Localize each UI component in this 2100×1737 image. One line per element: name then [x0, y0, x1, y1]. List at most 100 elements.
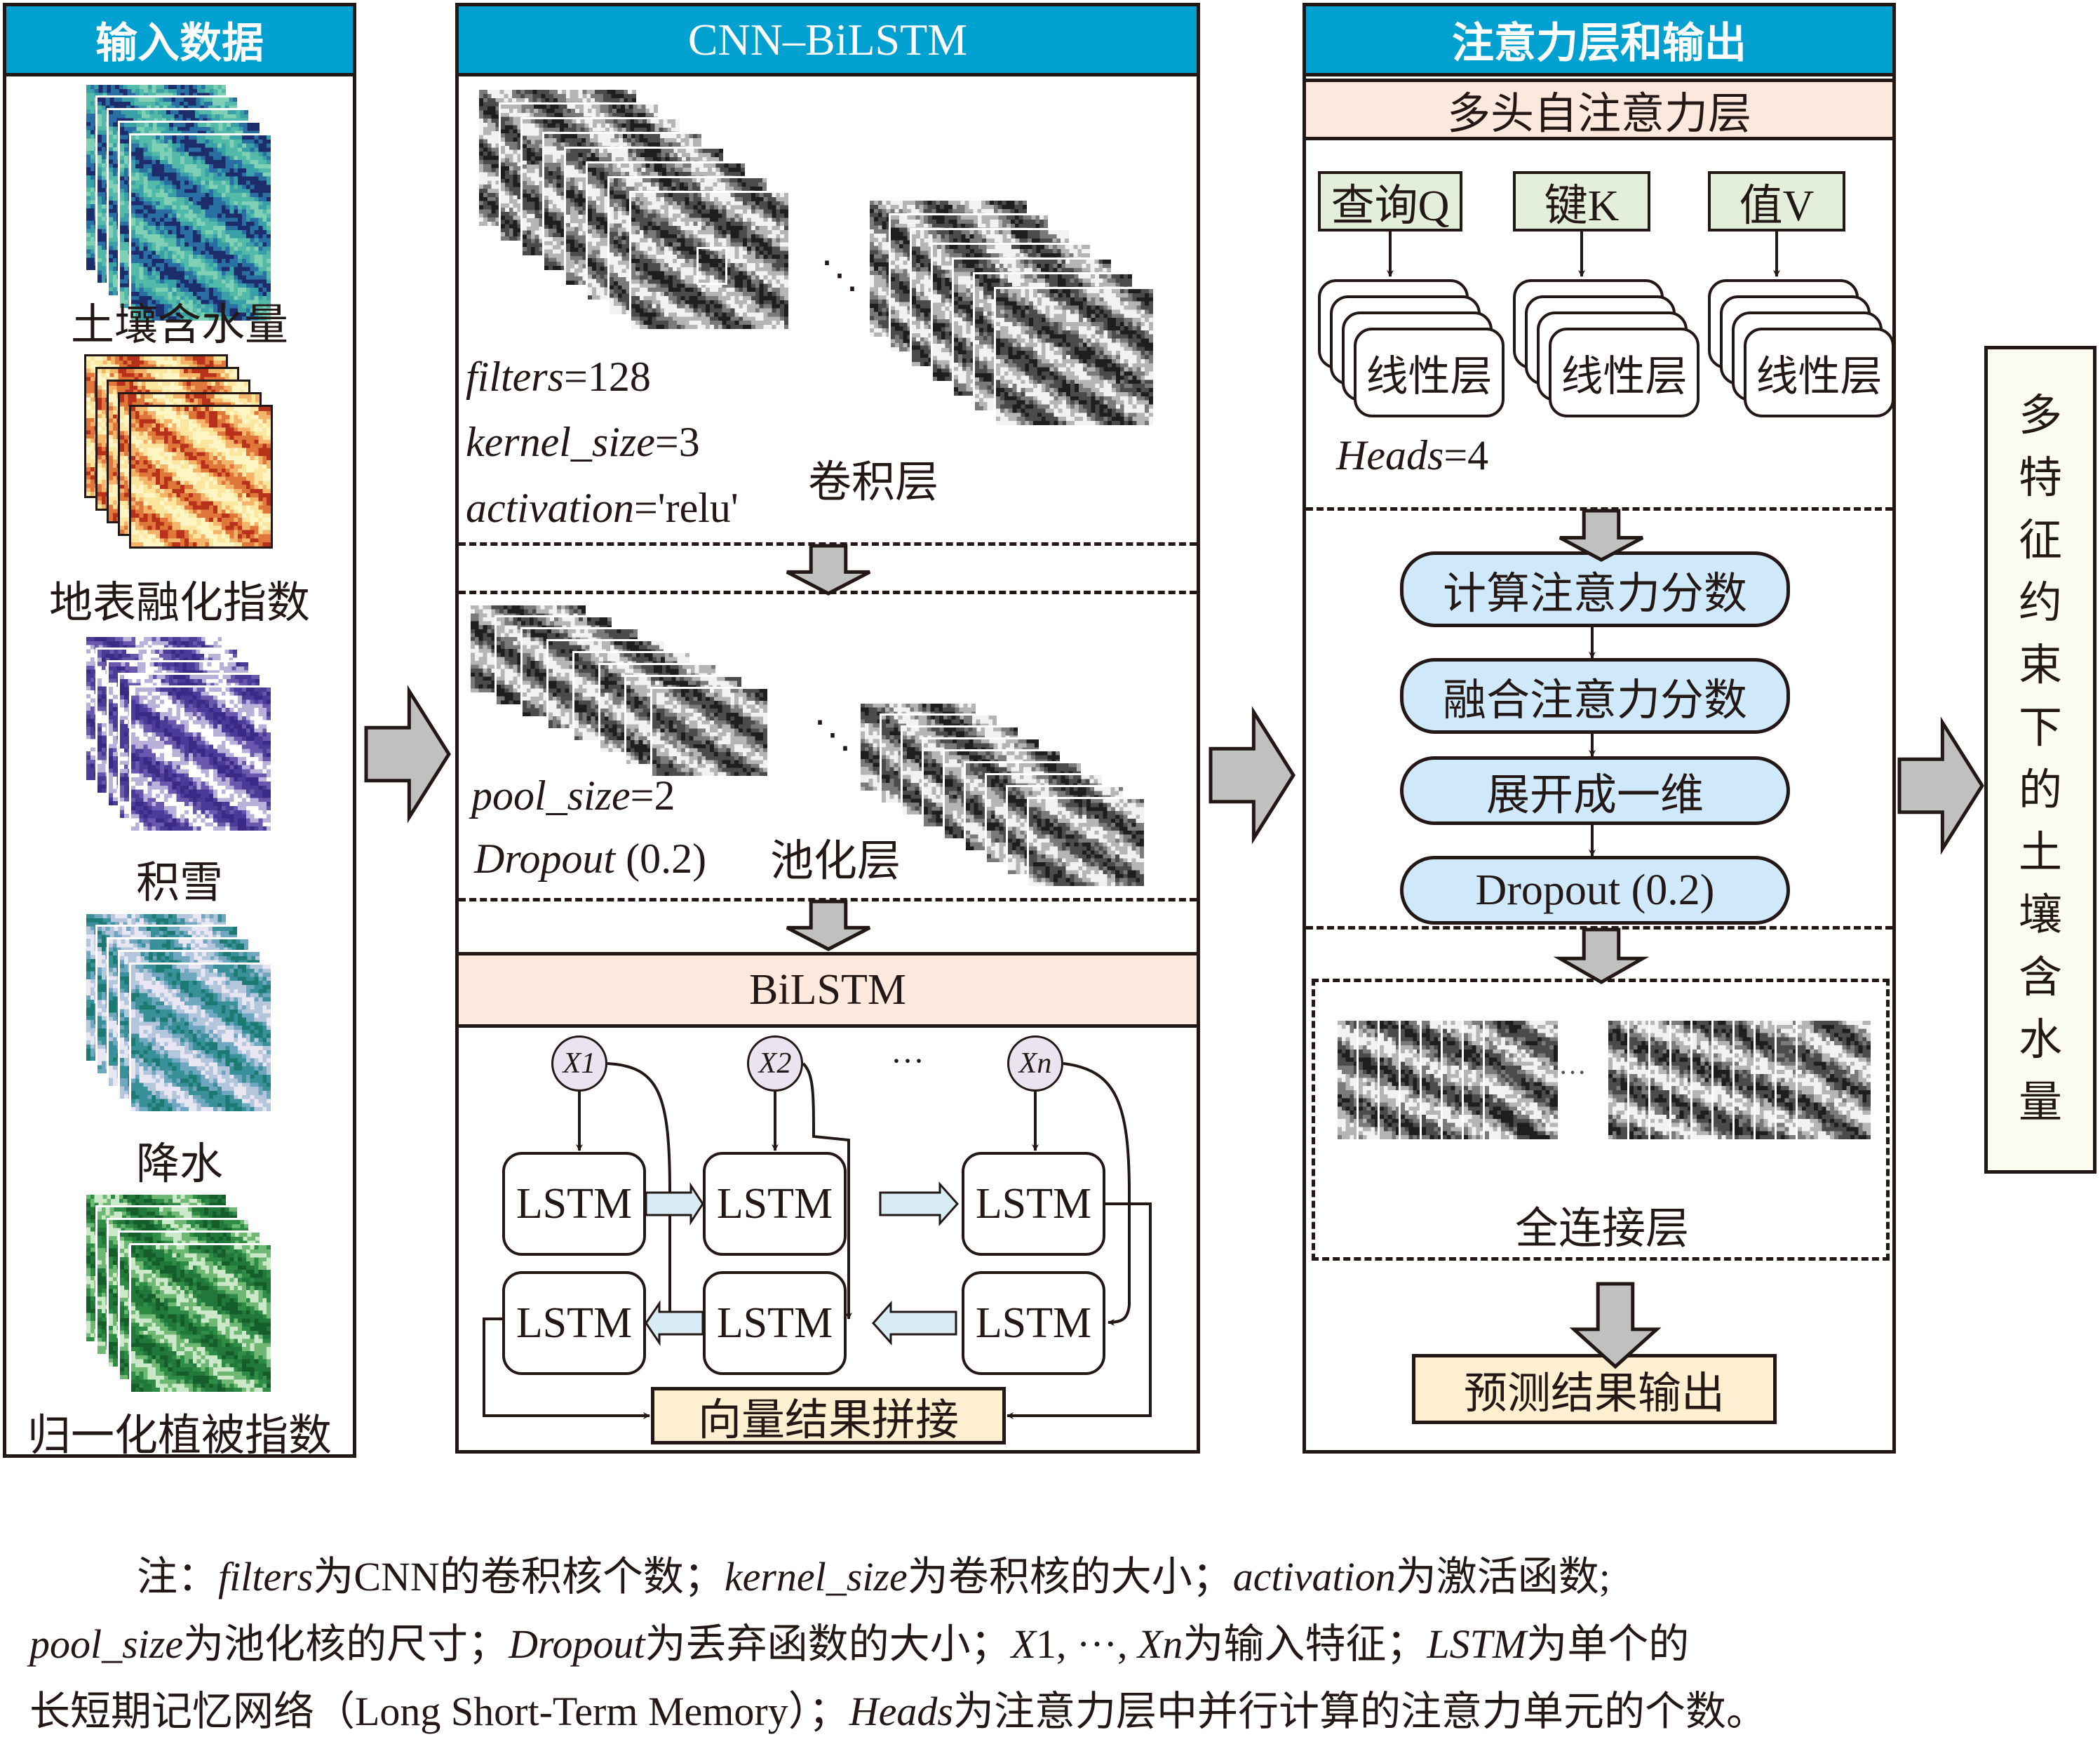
arrow-conv-to-pool-icon — [786, 544, 871, 596]
input-node-x2: X2 — [747, 1035, 803, 1092]
param-heads: Heads=4 — [1336, 432, 1489, 478]
note-segment: 注： — [137, 1554, 219, 1599]
note-segment: Dropout — [509, 1621, 645, 1667]
note-segment: 长短期记忆网络（Long Short-Term Memory）； — [29, 1689, 849, 1734]
note-segment: 为注意力层中并行计算的注意力单元的个数。 — [953, 1689, 1767, 1734]
fc-feature-strips-1 — [1335, 1019, 1560, 1141]
multi-head-attention-header: 多头自注意力层 — [1306, 79, 1892, 140]
conv-layer-label: 卷积层 — [808, 459, 939, 507]
value-box: 值V — [1708, 171, 1845, 232]
output-char: 量 — [2018, 1079, 2062, 1127]
image-layer — [129, 133, 273, 323]
output-char: 含 — [2018, 954, 2062, 1002]
note-segment: 为单个的 — [1526, 1621, 1690, 1667]
lstm-forward-n: LSTM — [962, 1152, 1105, 1256]
input-node-x1: X1 — [551, 1035, 607, 1092]
output-char: 下 — [2018, 704, 2062, 752]
note-segment: 为CNN的卷积核个数； — [313, 1554, 725, 1599]
image-layer — [129, 1243, 273, 1394]
lstm-backward-n: LSTM — [962, 1271, 1105, 1375]
arrow-attention-to-output-icon — [1897, 716, 1984, 855]
surface-melt-index-label: 地表融化指数 — [48, 579, 310, 627]
linear-layer-k: 线性层 — [1549, 328, 1699, 417]
note-segment: kernel_size — [724, 1554, 908, 1599]
pool-ellipsis: ⋱ — [814, 713, 852, 756]
note-segment: Heads — [849, 1689, 953, 1734]
arrow-backward1-to-concat-icon — [483, 1317, 650, 1419]
step-fuse-attention-scores: 融合注意力分数 — [1400, 658, 1790, 734]
note-segment: activation — [1232, 1554, 1396, 1599]
param-pool-size: pool_size=2 — [471, 772, 675, 819]
precipitation-image-stack — [84, 912, 281, 1115]
note-segment: 为输入特征； — [1183, 1621, 1427, 1667]
param-dropout: Dropout (0.2) — [474, 836, 707, 882]
note-segment: 为丢弃函数的大小； — [645, 1621, 1011, 1667]
fully-connected-label: 全连接层 — [1515, 1205, 1690, 1253]
ndvi-label: 归一化植被指数 — [27, 1412, 332, 1460]
final-output-box: 多特征约束下的土壤含水量 — [1984, 346, 2096, 1174]
image-layer — [1483, 1019, 1560, 1141]
lstm-forward-1: LSTM — [502, 1152, 646, 1256]
note-segment: 1, ···, — [1036, 1621, 1138, 1667]
note-segment: Xn — [1137, 1621, 1183, 1667]
arrow-xn-to-backward-icon — [1063, 1062, 1131, 1326]
arrow-mhsa-to-steps-icon — [1559, 509, 1644, 562]
output-char: 多 — [2018, 392, 2062, 440]
note-segment: 为激活函数; — [1395, 1554, 1610, 1599]
note-segment: 为卷积核的大小； — [907, 1554, 1233, 1599]
note-segment: filters — [218, 1554, 314, 1599]
output-char: 特 — [2018, 455, 2062, 502]
output-char: 土 — [2018, 829, 2062, 877]
lstm-backward-1: LSTM — [502, 1271, 646, 1375]
image-layer — [129, 405, 273, 549]
note-line-2: pool_size为池化核的尺寸；Dropout为丢弃函数的大小；X1, ···… — [29, 1611, 1689, 1670]
step-flatten: 展开成一维 — [1400, 756, 1790, 825]
ndvi-image-stack — [84, 1193, 281, 1396]
lstm-backward-2: LSTM — [703, 1271, 847, 1375]
note-segment: pool_size — [29, 1621, 184, 1667]
note-segment: 为池化核的尺寸； — [183, 1621, 509, 1667]
step-compute-attention-scores: 计算注意力分数 — [1400, 551, 1790, 627]
forward-flow-arrow-icon — [645, 1181, 704, 1226]
arrow-forwardn-to-concat-icon — [1007, 1202, 1152, 1419]
soil-moisture-label: 土壤含水量 — [70, 302, 288, 349]
attention-output-header: 注意力层和输出 — [1306, 6, 1892, 76]
arrow-input-to-cnn-icon — [364, 685, 451, 824]
fc-feature-strips-2 — [1606, 1019, 1878, 1141]
note-line-1: 注：filters为CNN的卷积核个数；kernel_size为卷积核的大小；a… — [137, 1543, 1610, 1602]
arrow-x2-to-backward-icon — [802, 1062, 852, 1320]
linear-layer-v: 线性层 — [1744, 328, 1894, 417]
output-char: 约 — [2018, 579, 2062, 627]
backward-flow-arrow-n-icon — [871, 1301, 957, 1346]
soil-moisture-image-stack — [84, 83, 281, 328]
conv-ellipsis: ⋱ — [821, 254, 859, 296]
output-char: 征 — [2018, 517, 2062, 565]
pool-layer-label: 池化层 — [770, 838, 901, 885]
cnn-bilstm-header: CNN–BiLSTM — [459, 6, 1197, 76]
forward-flow-arrow-n-icon — [879, 1181, 960, 1226]
note-line-3: 长短期记忆网络（Long Short-Term Memory）；Heads为注意… — [29, 1678, 1767, 1737]
snow-cover-label: 积雪 — [135, 859, 223, 907]
image-layer — [650, 687, 769, 778]
image-layer — [129, 685, 273, 833]
arrow-cnn-to-attention-icon — [1209, 706, 1295, 845]
surface-melt-index-image-stack — [84, 354, 281, 551]
query-box: 查询Q — [1318, 171, 1462, 232]
param-activation: activation='relu' — [466, 485, 739, 531]
image-layer — [1027, 797, 1146, 888]
linear-layer-q: 线性层 — [1354, 328, 1505, 417]
attention-output-panel: 注意力层和输出 — [1303, 3, 1896, 1454]
prediction-output-box: 预测结果输出 — [1412, 1354, 1777, 1424]
arrow-fc-to-result-icon — [1569, 1282, 1662, 1369]
output-char: 的 — [2018, 767, 2062, 814]
backward-flow-arrow-icon — [645, 1300, 704, 1346]
output-char: 壤 — [2018, 892, 2062, 939]
step-dropout: Dropout (0.2) — [1400, 856, 1790, 925]
output-char: 束 — [2018, 642, 2062, 690]
conv-feature-maps-stack-2 — [868, 199, 1176, 441]
bilstm-header: BiLSTM — [459, 952, 1197, 1028]
image-layer — [1796, 1019, 1873, 1141]
precipitation-label: 降水 — [135, 1141, 223, 1188]
fc-ellipsis: ··· — [1559, 1057, 1587, 1088]
